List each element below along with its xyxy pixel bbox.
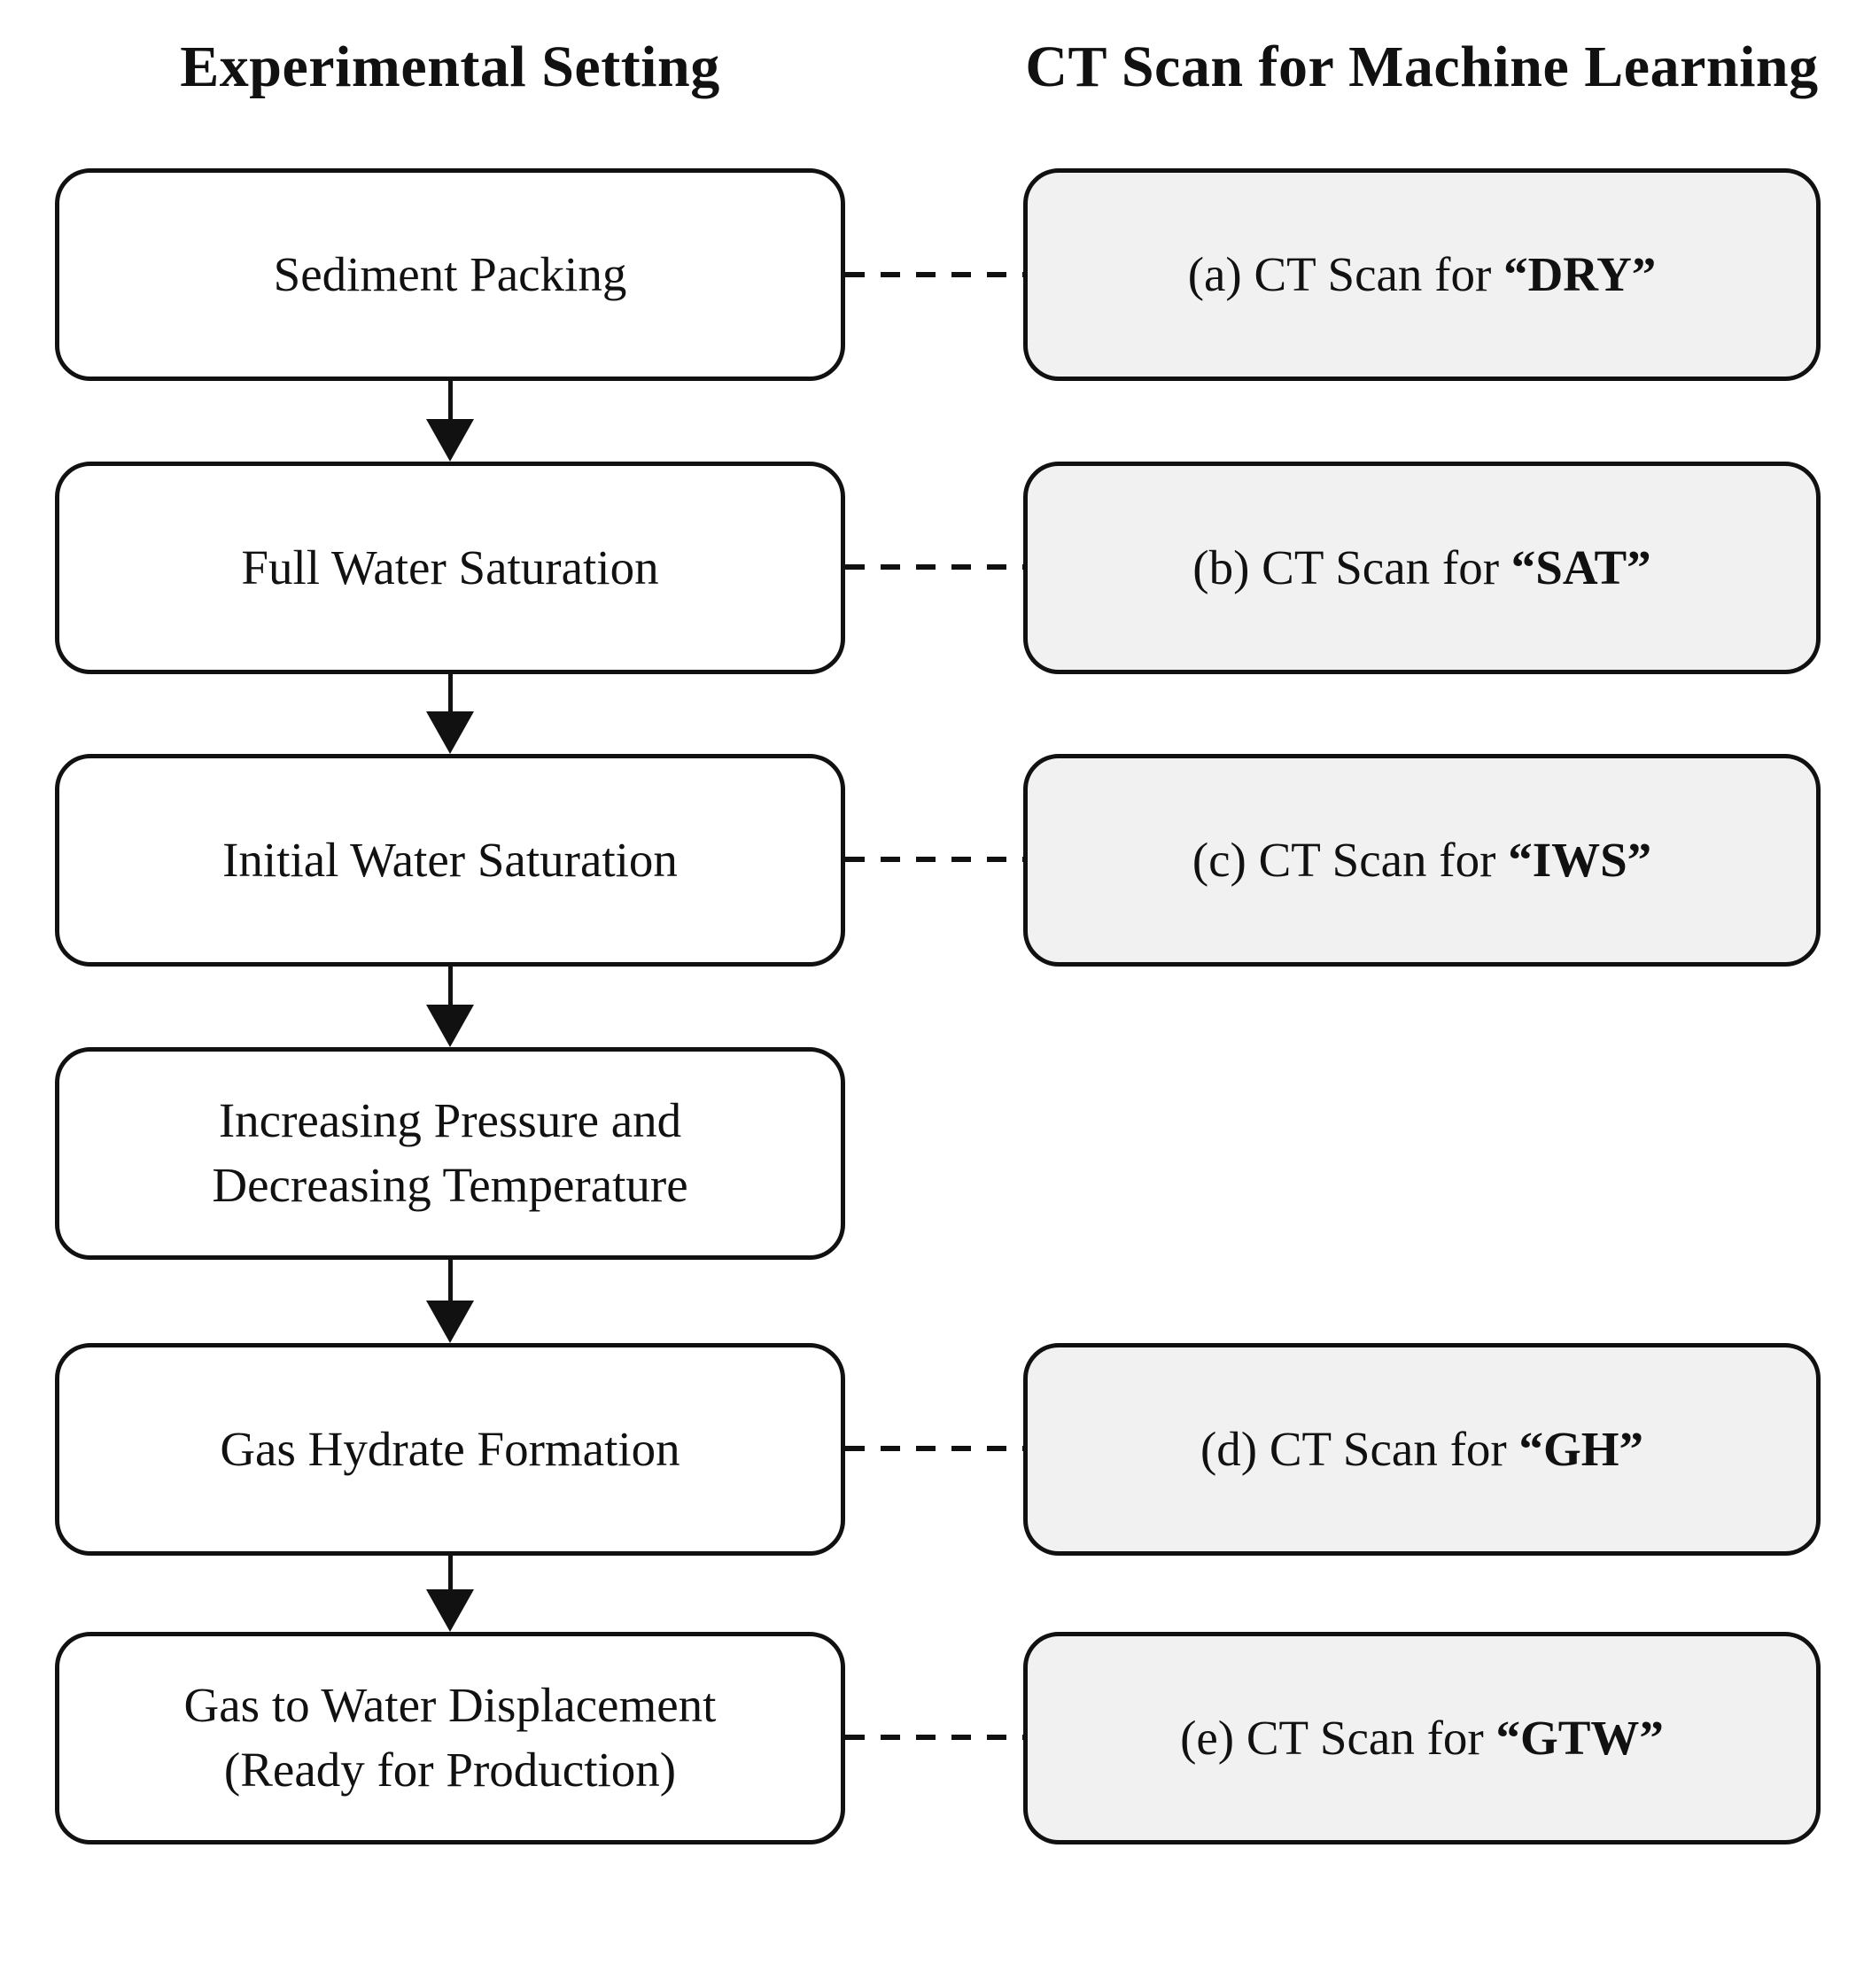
arrow-head-icon: [426, 1589, 474, 1632]
ct-scan-box-dry: (a) CT Scan for “DRY”: [1023, 168, 1821, 381]
connector-dry: [845, 272, 1023, 277]
flow-step-sediment-packing: Sediment Packing: [55, 168, 845, 381]
arrow-stem: [447, 1555, 453, 1589]
flow-step-full-water-saturation: Full Water Saturation: [55, 462, 845, 674]
flow-step-label: Initial Water Saturation: [222, 832, 678, 887]
ct-scan-label: (c) CT Scan for “IWS”: [1192, 832, 1652, 887]
column-header-experimental-setting: Experimental Setting: [180, 35, 720, 99]
flow-step-increasing-pressure-decreasing-temperature: Increasing Pressure and Decreasing Tempe…: [55, 1047, 845, 1260]
flow-arrow-3: [426, 966, 474, 1047]
arrow-head-icon: [426, 1005, 474, 1047]
ct-scan-box-sat: (b) CT Scan for “SAT”: [1023, 462, 1821, 674]
flow-arrow-2: [426, 673, 474, 754]
flow-step-gas-hydrate-formation: Gas Hydrate Formation: [55, 1343, 845, 1556]
column-header-ct-scan: CT Scan for Machine Learning: [1025, 35, 1819, 99]
arrow-stem: [447, 381, 453, 419]
connector-gh: [845, 1446, 1023, 1451]
arrow-head-icon: [426, 419, 474, 462]
ct-scan-label: (d) CT Scan for “GH”: [1200, 1421, 1644, 1476]
connector-sat: [845, 564, 1023, 570]
ct-scan-box-iws: (c) CT Scan for “IWS”: [1023, 754, 1821, 967]
ct-scan-label: (b) CT Scan for “SAT”: [1192, 540, 1651, 594]
flow-step-label: Increasing Pressure and Decreasing Tempe…: [212, 1093, 688, 1212]
ct-scan-label: (a) CT Scan for “DRY”: [1187, 246, 1657, 301]
ct-scan-box-gtw: (e) CT Scan for “GTW”: [1023, 1632, 1821, 1844]
ct-scan-label: (e) CT Scan for “GTW”: [1180, 1710, 1664, 1765]
flow-step-initial-water-saturation: Initial Water Saturation: [55, 754, 845, 967]
flow-step-label: Full Water Saturation: [241, 540, 659, 594]
flow-arrow-1: [426, 381, 474, 462]
ct-scan-box-gh: (d) CT Scan for “GH”: [1023, 1343, 1821, 1556]
flow-step-label: Gas to Water Displacement (Ready for Pro…: [183, 1678, 717, 1797]
arrow-stem: [447, 1259, 453, 1301]
flow-arrow-5: [426, 1555, 474, 1632]
arrow-stem: [447, 673, 453, 711]
arrow-stem: [447, 966, 453, 1005]
connector-gtw: [845, 1735, 1023, 1740]
flow-arrow-4: [426, 1259, 474, 1343]
arrow-head-icon: [426, 711, 474, 754]
flow-step-label: Gas Hydrate Formation: [220, 1421, 680, 1476]
flow-step-gas-to-water-displacement: Gas to Water Displacement (Ready for Pro…: [55, 1632, 845, 1844]
arrow-head-icon: [426, 1301, 474, 1343]
connector-iws: [845, 857, 1023, 862]
flow-step-label: Sediment Packing: [273, 246, 627, 301]
